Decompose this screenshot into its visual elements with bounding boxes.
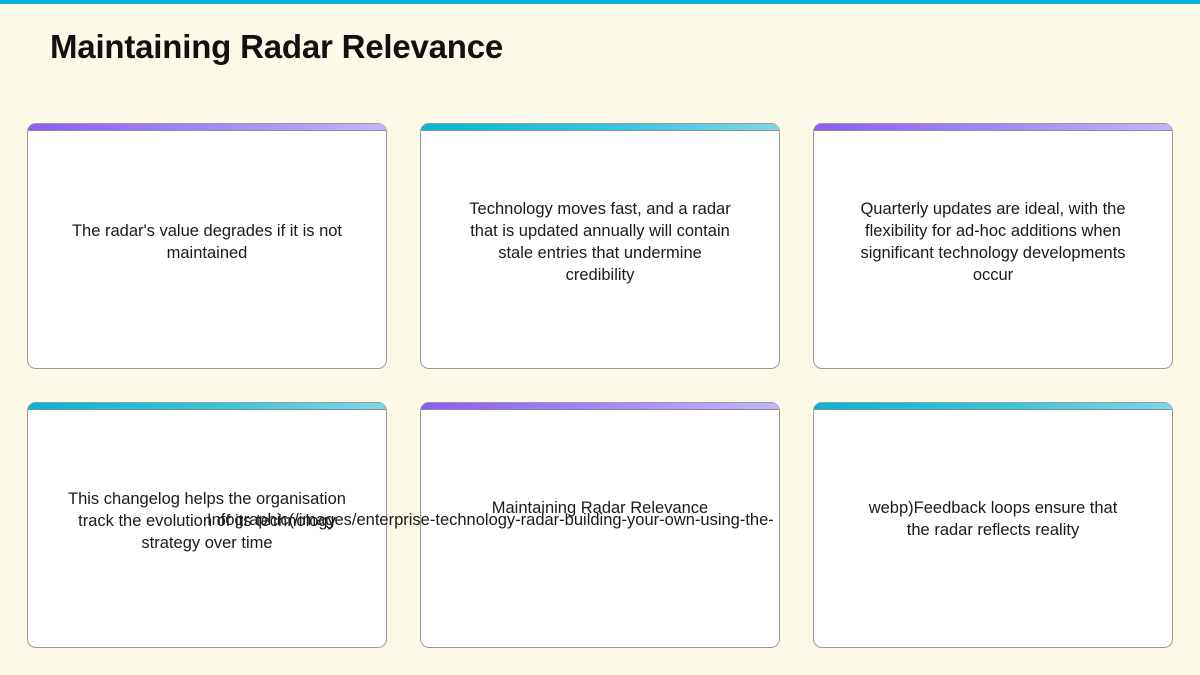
card-text: Quarterly updates are ideal, with the fl… (860, 200, 1126, 284)
card-accent-bar (28, 403, 386, 410)
card-accent-bar (28, 124, 386, 131)
card-6: webp)Feedback loops ensure that the rada… (813, 402, 1173, 648)
overflowing-image-reference-text: Infographic(/images/enterprise-technolog… (207, 511, 774, 529)
card-text: The radar's value degrades if it is not … (71, 222, 343, 262)
card-text: Technology moves fast, and a radar that … (469, 200, 731, 284)
card-text: This changelog helps the organisation tr… (68, 490, 346, 552)
card-3: Quarterly updates are ideal, with the fl… (813, 123, 1173, 369)
top-accent-bar (0, 0, 1200, 4)
card-5: Maintaining Radar Relevance (420, 402, 780, 648)
card-1: The radar's value degrades if it is not … (27, 123, 387, 369)
card-accent-bar (421, 403, 779, 410)
card-2: Technology moves fast, and a radar that … (420, 123, 780, 369)
page-title: Maintaining Radar Relevance (50, 28, 504, 65)
card-text: Maintaining Radar Relevance (491, 499, 709, 517)
card-accent-bar (814, 124, 1172, 131)
card-accent-bar (421, 124, 779, 131)
card-text: webp)Feedback loops ensure that the rada… (868, 499, 1118, 539)
card-4: This changelog helps the organisation tr… (27, 402, 387, 648)
card-accent-bar (814, 403, 1172, 410)
